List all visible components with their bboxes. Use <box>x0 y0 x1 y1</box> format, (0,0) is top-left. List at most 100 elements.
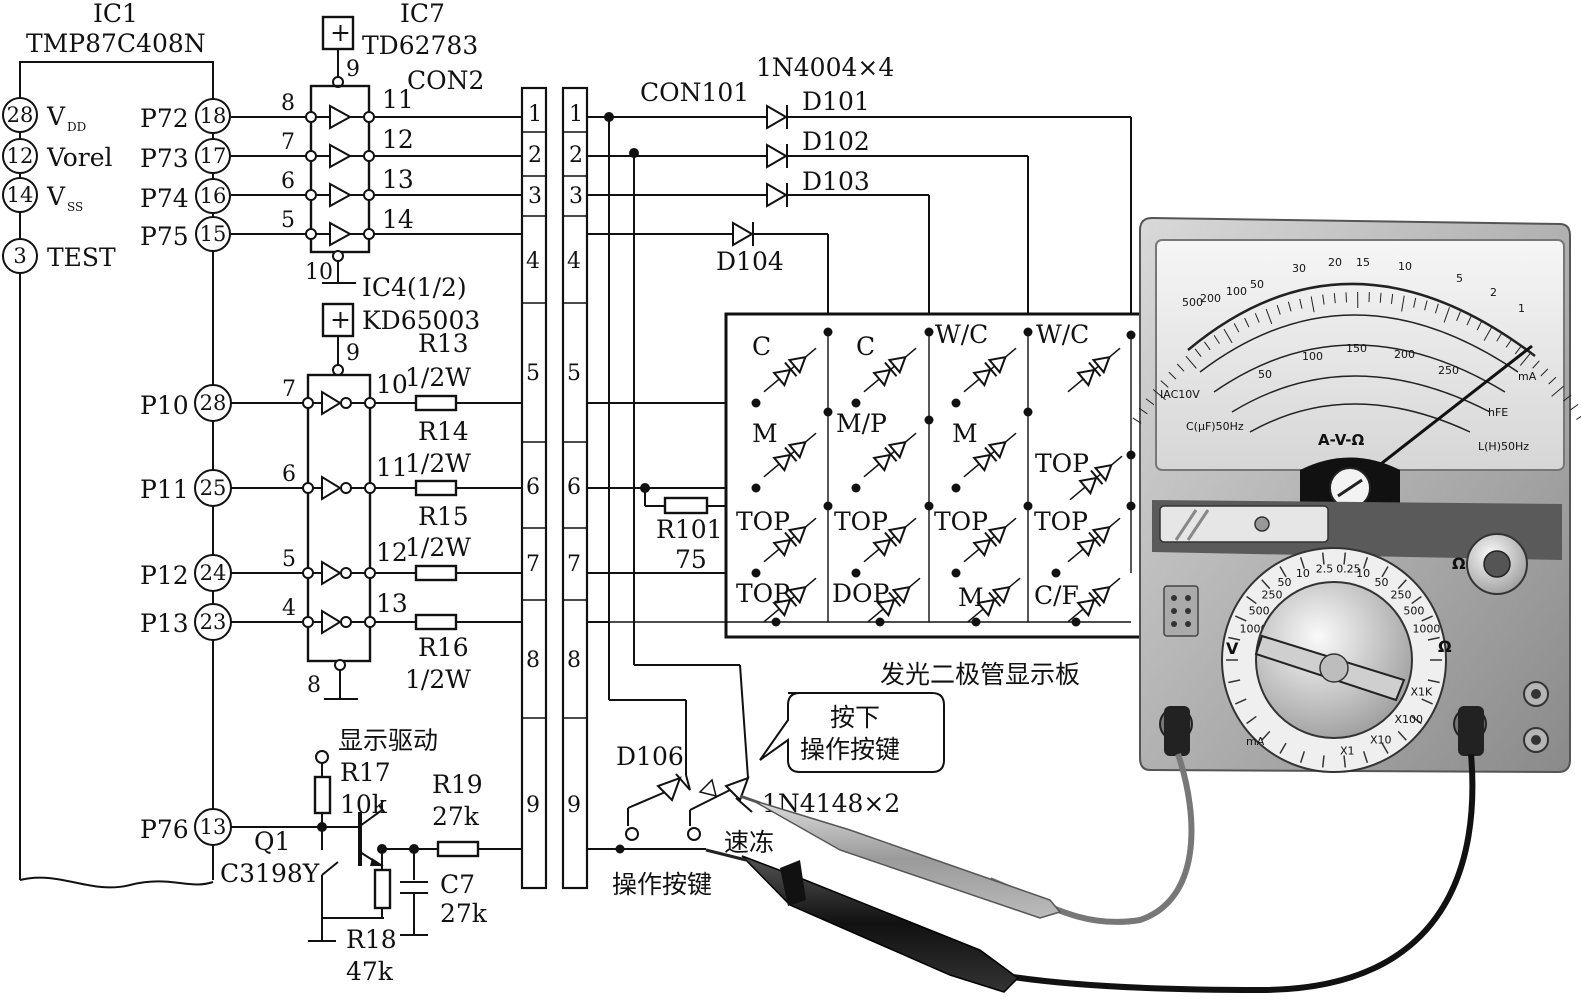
dial-tick <box>1299 557 1306 569</box>
scale-tick <box>1145 398 1155 406</box>
callout-bubble: 按下 操作按键 <box>759 692 945 773</box>
scale-small-label: C(μF)50Hz <box>1186 420 1244 433</box>
d101-ref: D101 <box>802 87 870 116</box>
con101-label: CON101 <box>640 78 749 107</box>
pin-number: 3 <box>13 244 26 268</box>
led-diode-icon <box>1067 517 1121 563</box>
test-leads <box>705 753 1476 994</box>
ic4-out-pin: 12 <box>376 538 408 567</box>
dial-range-label: 2.5 <box>1316 563 1334 576</box>
diode-type-label: 1N4004×4 <box>756 53 894 82</box>
scale-tick <box>1551 385 1565 397</box>
ic1-pin-p72: P72 18 <box>140 98 231 134</box>
ic1-pin-test: 3 TEST <box>2 238 116 274</box>
ic1-pin-vorel: 12 Vorel <box>2 138 113 174</box>
dial-tick <box>1246 595 1257 605</box>
wires-ic7-con <box>374 116 522 235</box>
ic1-break <box>19 876 214 889</box>
led-label: TOP <box>834 507 888 536</box>
con2-pin: 6 <box>526 475 540 500</box>
ic1-pin-p11: P11 25 <box>140 469 232 507</box>
led-diode-icon <box>763 432 817 478</box>
pin-sub: SS <box>67 200 83 214</box>
dial-tick <box>1411 595 1422 605</box>
meter-label: A-V-Ω <box>1318 431 1364 449</box>
dial-range-label: 1000 <box>1412 623 1440 636</box>
plus-glyph: + <box>330 18 351 47</box>
pin-label: V <box>46 182 66 211</box>
led-label: TOP <box>1034 507 1088 536</box>
scale-tick <box>1213 334 1220 344</box>
con2-pin: 8 <box>526 648 540 673</box>
ic4-supply-symbol <box>321 302 355 338</box>
dial-tick <box>1228 679 1241 684</box>
scale-tick <box>1160 380 1169 388</box>
dial-tick <box>1279 742 1287 754</box>
port-label: P76 <box>140 815 189 844</box>
dial-range-label: 500 <box>1249 604 1270 617</box>
scale-label: 30 <box>1292 262 1306 275</box>
ic1-pin-p75: P75 15 <box>140 216 231 252</box>
d104-ref: D104 <box>716 247 784 276</box>
dial-tick <box>1321 755 1325 768</box>
ic1-pin-p13: P13 23 <box>140 603 232 641</box>
scale-label: 100 <box>1302 350 1323 363</box>
pin-sub: DD <box>67 120 86 134</box>
pin-number: 16 <box>200 184 227 208</box>
port-label: P10 <box>140 391 189 420</box>
ic1-part: TMP87C408N <box>26 29 206 58</box>
r15-ref: R15 <box>418 502 469 531</box>
scale-tick <box>1176 363 1185 372</box>
led-label: C <box>752 332 771 361</box>
pin-number: 15 <box>200 222 227 246</box>
ic4: + 9 IC4(1/2) KD65003 8 <box>282 273 480 700</box>
pin-number: 14 <box>7 183 34 207</box>
ic4-in-pin: 5 <box>282 547 296 572</box>
ic7-out-pin: 12 <box>382 125 414 154</box>
r15-value: 1/2W <box>405 533 471 562</box>
scale-tick <box>1434 303 1439 314</box>
scale-tick <box>1223 328 1233 344</box>
speed-freeze-label: 速冻 <box>724 828 774 857</box>
scale-tick <box>1233 323 1240 333</box>
scale-label: 15 <box>1356 256 1370 269</box>
scale-label: 5 <box>1456 272 1463 285</box>
scale-label: 100 <box>1226 285 1247 298</box>
ic1-pin-vdd: 28 V DD <box>2 97 86 134</box>
scale-tick <box>1548 376 1557 385</box>
ic1-pin-p12: P12 24 <box>140 554 232 592</box>
r16-value: 1/2W <box>405 665 471 694</box>
dial-multiplier-label: X1K <box>1410 685 1433 698</box>
pin-number: 25 <box>200 476 227 500</box>
con2: 1 2 3 4 5 6 7 8 9 <box>520 86 548 890</box>
ic4-body <box>306 373 372 663</box>
scale-tick <box>1576 415 1581 420</box>
r16 <box>414 613 458 631</box>
dial-range-label: 500 <box>1403 604 1424 617</box>
ic4-in-pin: 7 <box>282 377 296 402</box>
dial-tick <box>1235 615 1247 622</box>
scale-small-label: hFE <box>1488 406 1508 419</box>
wires-ic1-ic4 <box>231 402 303 623</box>
ic4-out-pin: 13 <box>376 589 408 618</box>
con101-pin: 1 <box>569 102 583 127</box>
pin-number: 12 <box>7 144 34 168</box>
ic1-pin-vss: 14 V SS <box>2 177 83 214</box>
scale-tick <box>1265 308 1273 325</box>
dial-multiplier-label: X100 <box>1394 713 1423 726</box>
scale-tick <box>1456 311 1461 321</box>
scale-ticks <box>1132 292 1581 424</box>
port-label: P72 <box>140 104 189 133</box>
scale-tick <box>1424 300 1428 311</box>
ic7-name: IC7 <box>400 0 445 28</box>
callout-line-1: 按下 <box>830 703 880 732</box>
ic1-pin-p10: P10 28 <box>140 384 232 422</box>
scale-tick <box>1299 298 1303 309</box>
ic4-gnd-pin: 8 <box>307 673 321 698</box>
scale-tick <box>1168 371 1177 380</box>
dial-tick <box>1343 552 1347 565</box>
dial-range-label: 10 <box>1296 567 1310 580</box>
scale-tick <box>1310 296 1315 313</box>
led-label: TOP <box>1035 449 1089 478</box>
